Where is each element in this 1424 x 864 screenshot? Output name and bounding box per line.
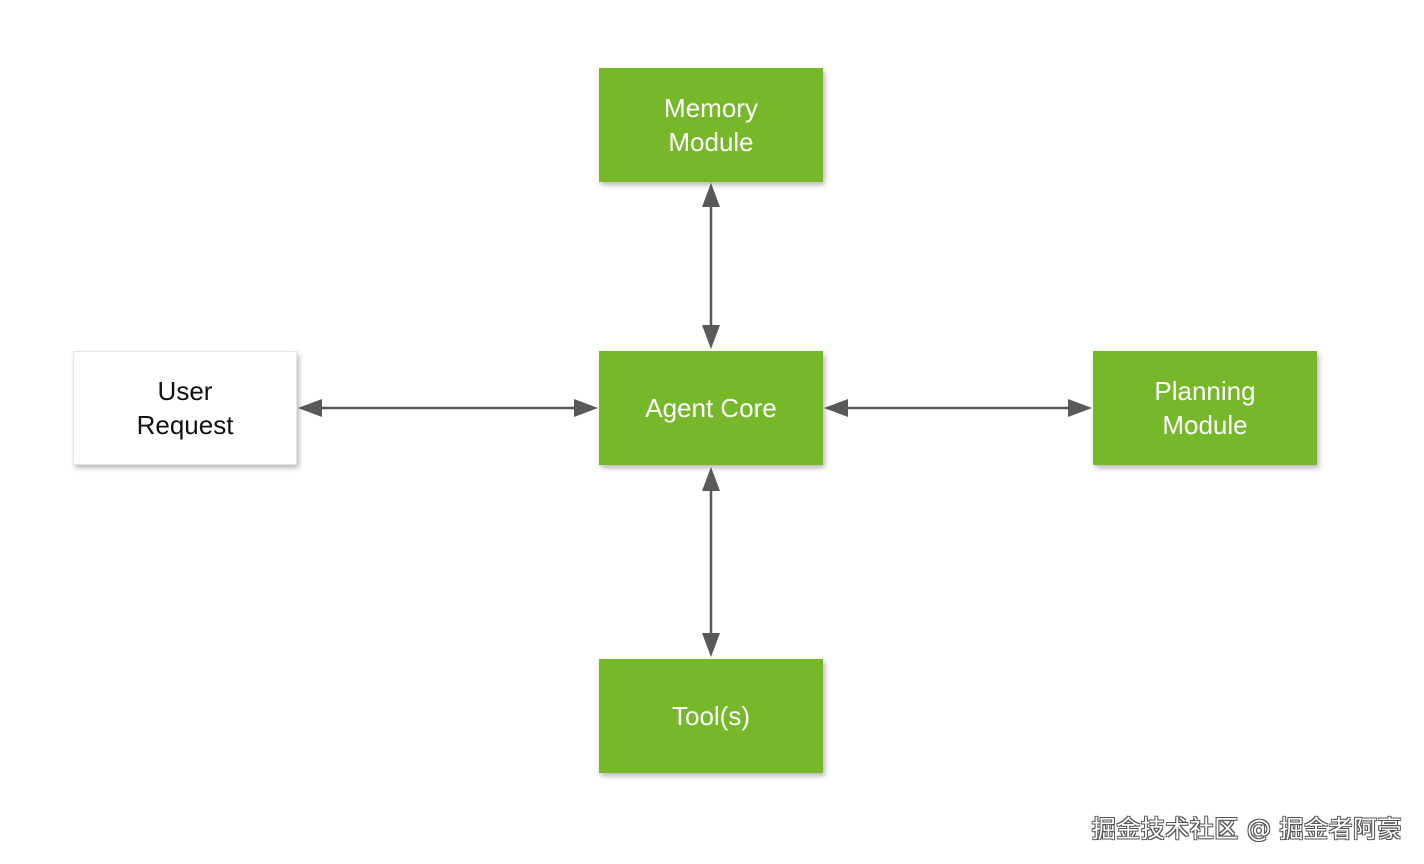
- edge-core-planning: [824, 399, 1092, 417]
- memory-module-label: Memory Module: [664, 93, 758, 157]
- tools-label: Tool(s): [671, 701, 750, 731]
- user-request-node: User Request: [73, 351, 297, 465]
- watermark: 掘金技术社区 @ 掘金者阿豪: [1091, 815, 1402, 843]
- memory-module-node: Memory Module: [599, 68, 823, 182]
- agent-core-node: Agent Core: [599, 351, 823, 465]
- edge-user-core: [298, 399, 598, 417]
- planning-module-node: Planning Module: [1093, 351, 1317, 465]
- planning-module-label: Planning Module: [1154, 376, 1256, 440]
- agent-core-label: Agent Core: [645, 393, 777, 423]
- tools-node: Tool(s): [599, 659, 823, 773]
- edge-core-tools: [702, 467, 720, 657]
- edge-core-memory: [702, 183, 720, 349]
- user-request-label: User Request: [136, 376, 234, 440]
